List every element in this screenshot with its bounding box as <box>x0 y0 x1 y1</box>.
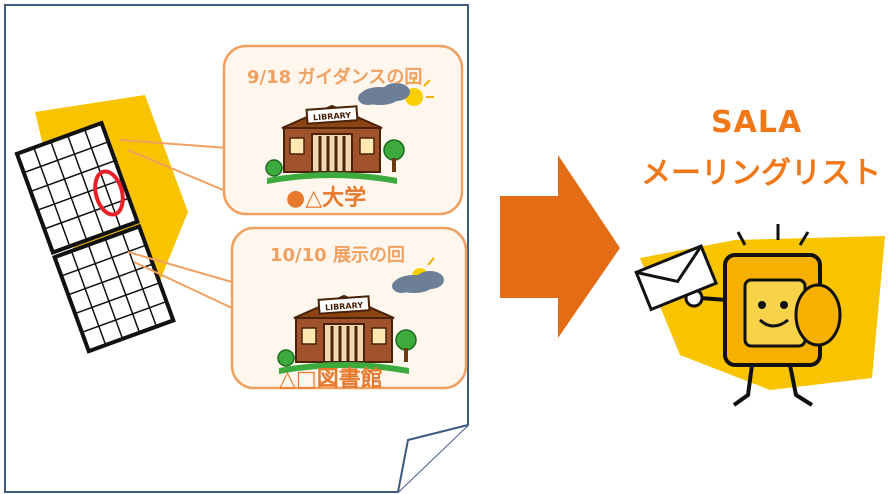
mail-character-icon <box>634 224 885 407</box>
library-sign-text: LIBRARY <box>325 301 364 313</box>
event-1-date-label: 9/18 ガイダンスの回 <box>247 67 423 88</box>
library-sign-text: LIBRARY <box>313 111 352 123</box>
callout-connectors <box>119 139 233 309</box>
event-bubble-2: LIBRARY <box>230 226 468 390</box>
event-1-venue-label: ●△大学 <box>286 186 367 211</box>
library-icon: LIBRARY <box>264 104 406 186</box>
mailing-list-title-line-2: メーリングリスト <box>641 156 881 191</box>
cloud-sun-icon <box>392 257 444 293</box>
calendar-icon <box>14 95 188 354</box>
library-icon: LIBRARY <box>276 294 418 376</box>
arrow-right-icon <box>500 155 620 338</box>
mailing-list-title-line-1: SALA <box>711 105 803 140</box>
cloud-sun-icon <box>358 77 434 106</box>
event-2-venue-label: △□図書館 <box>279 367 383 392</box>
event-2-date-label: 10/10 展示の回 <box>270 245 405 266</box>
event-bubble-1: LIBRARY <box>222 44 464 216</box>
